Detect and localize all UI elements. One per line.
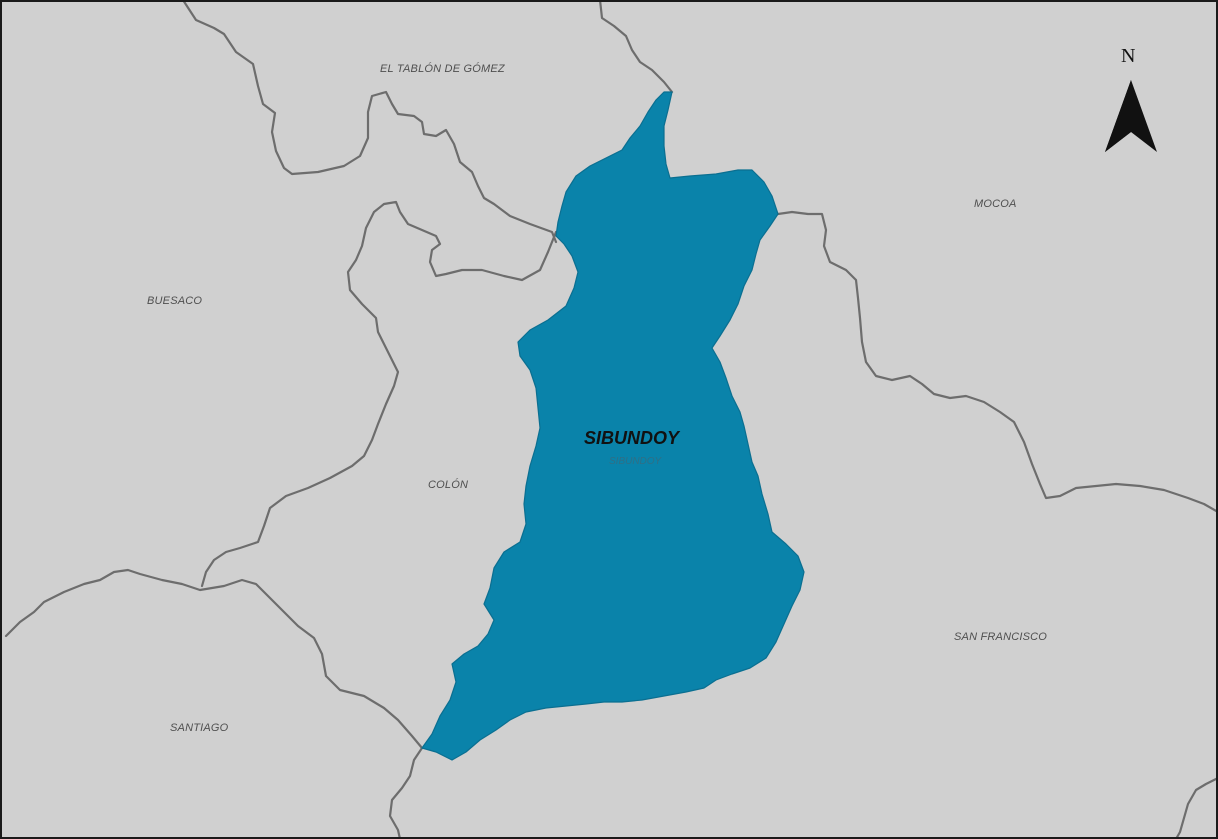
label-san-francisco: SAN FRANCISCO: [954, 631, 1047, 643]
boundary-southeast: [1174, 776, 1218, 839]
label-mocoa: MOCOA: [974, 198, 1017, 210]
label-sibundoy-main: SIBUNDOY: [584, 428, 681, 448]
label-el-tablon-de-gomez: EL TABLÓN DE GÓMEZ: [380, 62, 506, 75]
sibundoy-region[interactable]: [421, 91, 805, 761]
label-sibundoy-sub: SIBUNDOY: [609, 456, 663, 467]
boundary-el-tablon-buesaco: [181, 0, 558, 244]
label-colon: COLÓN: [428, 478, 468, 491]
north-arrow-letter: N: [1121, 45, 1135, 67]
boundary-colon-north: [200, 200, 558, 588]
north-arrow-icon: [1105, 80, 1157, 152]
north-arrow: N: [1105, 45, 1157, 152]
boundary-south: [388, 746, 424, 839]
municipality-labels: EL TABLÓN DE GÓMEZ MOCOA BUESACO COLÓN S…: [147, 62, 1047, 734]
boundary-mocoa-san-francisco: [776, 210, 1218, 514]
boundary-buesaco-santiago: [4, 568, 424, 750]
boundary-el-tablon-mocoa: [598, 0, 674, 94]
label-santiago: SANTIAGO: [170, 722, 229, 734]
label-buesaco: BUESACO: [147, 295, 202, 307]
municipal-boundaries: [4, 0, 1218, 839]
